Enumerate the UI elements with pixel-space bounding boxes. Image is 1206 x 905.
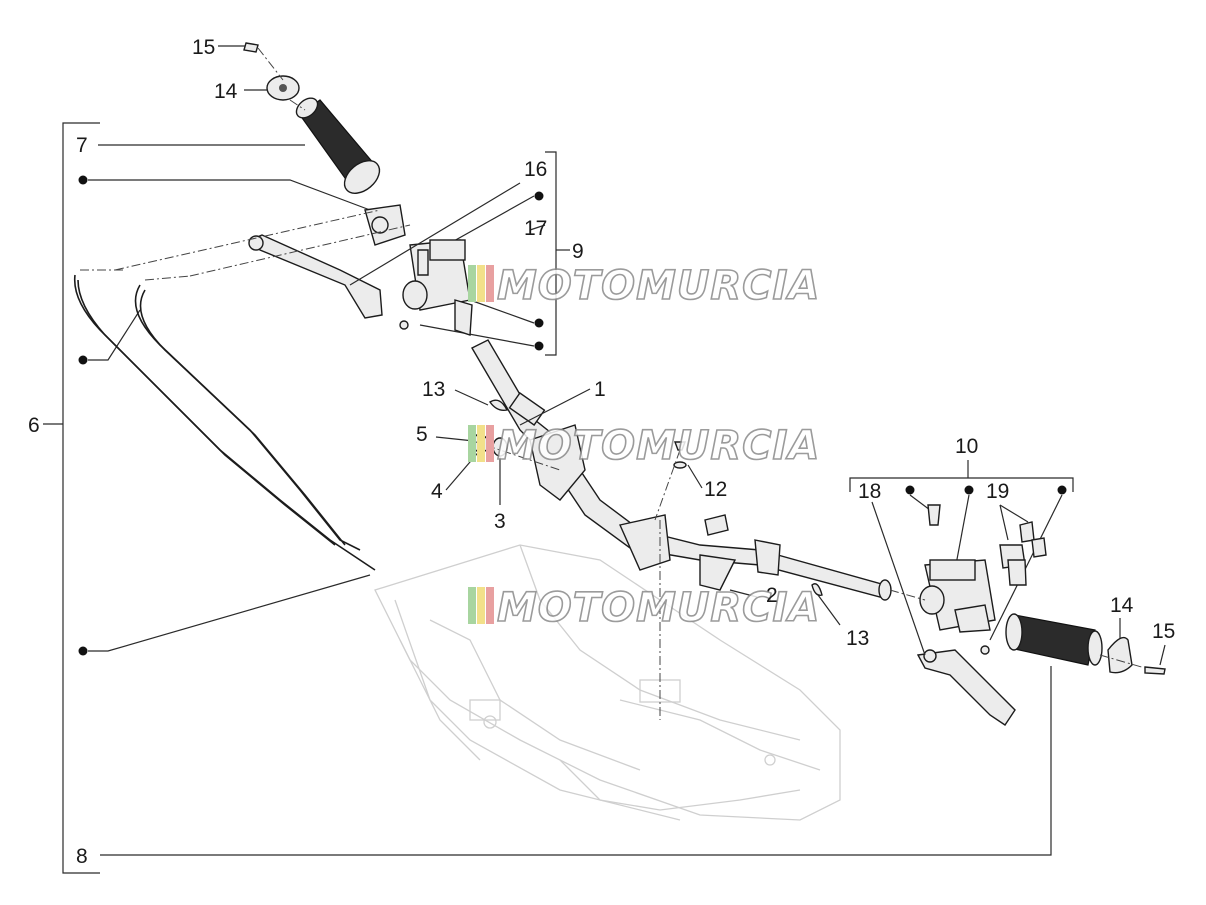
screw-12 (673, 441, 687, 451)
callout-2: 2 (766, 584, 778, 607)
handlebar (471, 339, 892, 601)
callout-1: 1 (594, 378, 606, 401)
left-lever-assembly (248, 204, 406, 319)
leader-8 (100, 666, 1052, 856)
clip-13-right (811, 583, 823, 596)
left-grip (295, 97, 381, 194)
watermark-middle: MOTOMURCIA (468, 422, 820, 470)
bracket-group-10 (849, 477, 1074, 492)
callout-18: 18 (858, 480, 881, 503)
callout-16: 16 (524, 158, 547, 181)
callout-4: 4 (431, 480, 443, 503)
throttle-cables (73, 209, 411, 571)
callout-13-top: 13 (422, 378, 445, 401)
bracket-group-9 (545, 151, 557, 356)
callout-8: 8 (76, 845, 88, 868)
right-master-cylinder (916, 504, 1047, 726)
callout-13-right: 13 (846, 627, 869, 650)
number-leaders (98, 45, 1166, 666)
watermark-top: MOTOMURCIA (468, 262, 820, 310)
callout-labels: 15 14 7 16 17 9 1 13 5 6 4 3 12 10 18 19… (28, 36, 1175, 868)
screw-right (1144, 666, 1166, 675)
callout-17: 17 (524, 217, 547, 240)
screw-top (243, 42, 259, 53)
callout-7: 7 (76, 134, 88, 157)
right-grip (1005, 613, 1103, 666)
callout-12: 12 (704, 478, 727, 501)
callout-3: 3 (494, 510, 506, 533)
callout-9: 9 (572, 240, 584, 263)
washer-12 (673, 461, 687, 469)
left-dot-leaders (78, 175, 371, 656)
watermark-bottom: MOTOMURCIA (468, 584, 820, 632)
callout-10: 10 (955, 435, 978, 458)
callout-14-right: 14 (1110, 594, 1134, 617)
svg-text:MOTOMURCIA: MOTOMURCIA (497, 263, 820, 309)
svg-text:MOTOMURCIA: MOTOMURCIA (497, 423, 820, 469)
callout-14-top: 14 (214, 80, 238, 103)
callout-5: 5 (416, 423, 428, 446)
callout-15-top: 15 (192, 36, 215, 59)
callout-15-right: 15 (1152, 620, 1175, 643)
left-master-cylinder (399, 239, 473, 336)
callout-6: 6 (28, 414, 40, 437)
grip-end-weight-right (1107, 636, 1133, 674)
bracket-group-6 (62, 122, 100, 874)
callout-19: 19 (986, 480, 1009, 503)
clip-13-top (488, 399, 509, 412)
svg-text:MOTOMURCIA: MOTOMURCIA (497, 585, 820, 631)
